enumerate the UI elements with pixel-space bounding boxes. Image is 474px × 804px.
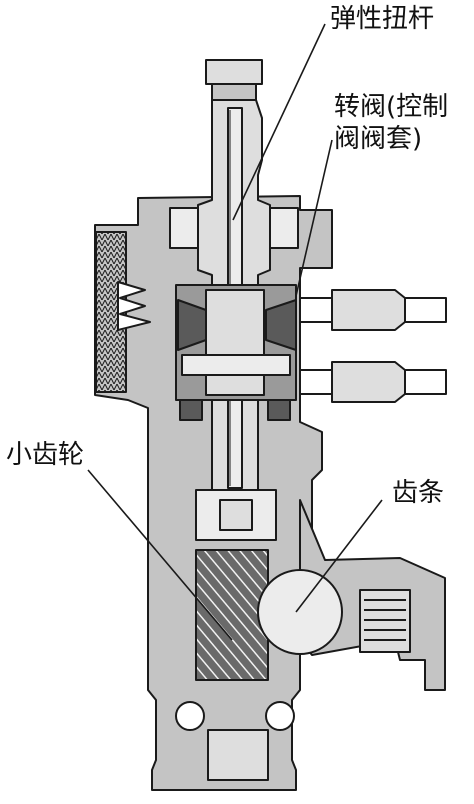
rack-section (257, 569, 343, 655)
valve-shoulder (181, 354, 291, 376)
lower-bearing-left (175, 701, 205, 731)
leader-rotary-valve (295, 139, 333, 297)
pipe-fitting-upper (331, 289, 406, 331)
leader-rack (295, 499, 383, 613)
label-torsion-bar: 弹性扭杆 (330, 4, 435, 34)
collar-teeth (117, 281, 151, 331)
upper-bearing-right (269, 207, 299, 249)
label-rack: 齿条 (392, 478, 445, 508)
top-nut (205, 59, 263, 85)
top-nut-inner (211, 83, 257, 101)
lower-bearing-right (265, 701, 295, 731)
leader-torsion-bar (232, 23, 326, 221)
seal-left (179, 399, 203, 421)
coupling-core (219, 499, 253, 531)
pipe-fitting-lower (331, 361, 406, 403)
upper-bearing-left (169, 207, 199, 249)
valve-core (205, 289, 265, 396)
bottom-nut (207, 729, 269, 781)
seal-right (267, 399, 291, 421)
label-rotary-valve-line2: 阀阀套) (334, 124, 423, 154)
sleeve-seals (177, 299, 297, 351)
pinion-gear (195, 549, 269, 681)
leader-pinion (87, 469, 233, 641)
yoke-spring (364, 599, 406, 641)
label-rotary-valve-line1: 转阀(控制 (334, 92, 449, 122)
label-pinion: 小齿轮 (6, 440, 85, 470)
